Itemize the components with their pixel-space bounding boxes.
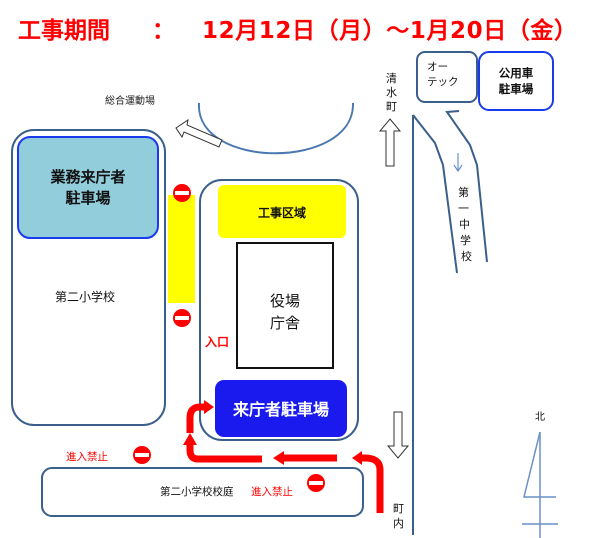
no-entry-sign-icon	[133, 446, 151, 464]
visitor-parking	[215, 380, 347, 437]
junior-high-label-3: 中	[459, 218, 470, 231]
public-parking-label-2: 駐車場	[499, 82, 534, 96]
construction-strip	[168, 195, 195, 303]
town-hall-label-1: 役場	[270, 292, 300, 310]
town-hall-label-2: 庁舎	[270, 314, 300, 332]
public-car-parking	[478, 51, 554, 111]
title-label: 工事期間	[18, 18, 110, 44]
no-entry-sign-icon	[173, 309, 191, 327]
otec-building	[416, 51, 478, 103]
visitor-parking-label: 来庁者駐車場	[232, 400, 329, 419]
shimizu-label-2: 水	[386, 86, 397, 99]
otec-label-1: オー	[427, 61, 448, 73]
business-visitor-parking	[17, 136, 159, 239]
construction-area-label: 工事区域	[258, 205, 306, 220]
arrow-down-icon	[386, 411, 410, 459]
business-parking-label-2: 駐車場	[65, 189, 110, 207]
construction-area	[218, 185, 346, 238]
route-arrowheads-icon	[183, 400, 362, 465]
shimizu-label-3: 町	[386, 100, 397, 113]
junior-high-road-line	[445, 110, 488, 263]
sports-ground-arc	[197, 102, 355, 155]
entrance-label: 入口	[205, 335, 229, 349]
otec-label-2: テック	[427, 76, 459, 88]
business-parking-label-1: 業務来庁者	[49, 168, 125, 186]
north-label: 北	[535, 411, 545, 423]
public-parking-label-1: 公用車	[499, 66, 534, 80]
junior-high-label-4: 学	[460, 233, 471, 247]
north-compass-icon	[522, 431, 558, 538]
school-yard-label: 第二小学校校庭	[160, 485, 234, 498]
school-yard	[41, 467, 364, 517]
elementary-school-label: 第二小学校	[55, 289, 115, 304]
junior-high-label-1: 第	[458, 185, 469, 199]
arrow-down-icon	[453, 153, 463, 173]
sports-ground-label: 総合運動場	[105, 94, 155, 107]
title-period: 12月12日（月）～1月20日（金）	[202, 17, 577, 44]
shimizu-label-1: 清	[386, 72, 397, 85]
title-colon: ：	[152, 18, 175, 44]
town-hall-building	[236, 242, 334, 369]
arrow-up-icon	[378, 118, 402, 167]
no-entry-sign-icon	[173, 184, 191, 202]
town-inside-label-1: 町	[393, 502, 404, 515]
left-no-entry-label: 進入禁止	[66, 451, 108, 463]
junior-high-label-5: 校	[461, 249, 472, 263]
route-arrow-icon	[186, 403, 384, 513]
no-entry-sign-icon	[307, 474, 325, 492]
arrow-to-sports-ground-icon	[175, 118, 223, 148]
school-yard-no-entry: 進入禁止	[251, 486, 293, 498]
junior-high-road-line	[412, 114, 458, 274]
junior-high-label-2: 一	[458, 202, 469, 215]
town-inside-label-2: 内	[393, 516, 404, 530]
